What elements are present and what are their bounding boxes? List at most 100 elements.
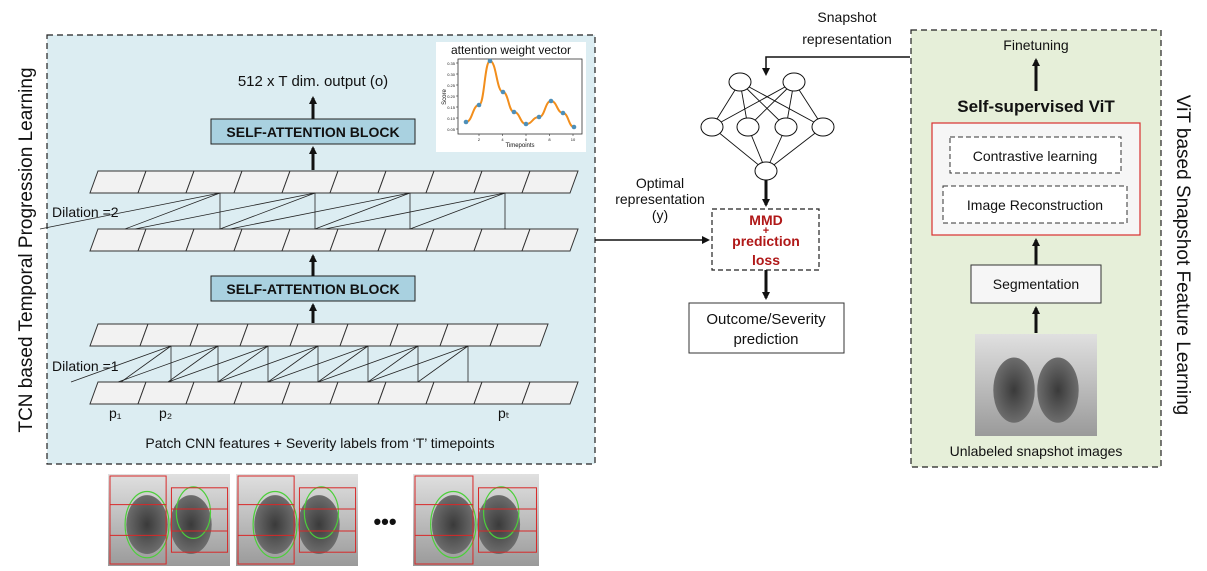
thumbnail-ellipsis: •••	[373, 509, 396, 534]
lung-segmentation-outline	[430, 490, 477, 559]
output-label: 512 x T dim. output (o)	[238, 73, 388, 90]
unlabeled-label: Unlabeled snapshot images	[950, 443, 1123, 459]
y-tick-label: 0.15	[447, 105, 456, 110]
x-tick-label: 4	[501, 137, 504, 142]
feature-cell	[439, 323, 499, 347]
x-tick-label: 10	[571, 137, 576, 142]
xray-background	[975, 334, 1097, 436]
feature-cell	[289, 323, 349, 347]
dilation-1-line	[117, 345, 219, 383]
dilation-2-line	[409, 192, 506, 230]
attention-plot-xlabel: Timepoints	[505, 143, 534, 149]
dilation-1-line	[70, 345, 172, 383]
feature-row-middle	[89, 323, 549, 347]
feature-cell	[389, 323, 449, 347]
feature-cell	[425, 381, 483, 405]
dilation-2-line	[229, 192, 411, 230]
feature-cell	[137, 228, 195, 252]
y-tick-label: 0.35	[447, 61, 456, 66]
dilation-2-line	[39, 192, 221, 230]
feature-cell	[233, 228, 291, 252]
feature-row-top	[89, 170, 579, 194]
nn-edge	[739, 81, 824, 128]
feature-cell	[89, 228, 147, 252]
snapshot-label-line1: Snapshot	[817, 9, 876, 25]
feature-cell	[233, 170, 291, 194]
reconstruction-label: Image Reconstruction	[967, 197, 1103, 213]
contrastive-label: Contrastive learning	[973, 148, 1098, 164]
feature-cell	[377, 170, 435, 194]
feature-cell	[281, 170, 339, 194]
patch-grid-left	[414, 475, 474, 565]
left-lung	[254, 495, 296, 555]
nn-edge	[739, 81, 787, 128]
lung-segmentation-outline	[252, 490, 298, 559]
feature-cell	[521, 228, 579, 252]
xray-thumbnail-2	[236, 474, 358, 566]
snapshot-label-line2: representation	[802, 31, 892, 47]
dilation-1-line	[167, 345, 269, 383]
unlabeled-xray	[975, 334, 1097, 436]
right-lung	[477, 495, 521, 555]
attention-plot-ylabel: Score	[442, 89, 448, 105]
dilation-2-line	[124, 192, 221, 230]
feature-cell	[185, 381, 243, 405]
attention-point	[548, 98, 554, 104]
x-tick-label: 2	[478, 137, 481, 142]
attention-point	[523, 121, 529, 127]
self-attention-block-top-label: SELF-ATTENTION BLOCK	[226, 124, 399, 140]
attention-point	[476, 102, 482, 108]
self-attention-block-bottom	[210, 275, 416, 302]
lung-segmentation-outline	[303, 486, 340, 540]
attention-point	[571, 124, 577, 130]
nn-node	[728, 72, 752, 92]
feature-cell	[139, 323, 199, 347]
patch-label-pT: pₜ	[498, 405, 510, 421]
attention-point	[511, 109, 517, 115]
xray-thumbnail-T	[413, 474, 539, 566]
dilation-1-line	[367, 345, 419, 383]
feature-cell	[329, 170, 387, 194]
patch-xray-thumbnails	[108, 474, 539, 566]
vit-side-label: ViT based Snapshot Feature Learning	[1172, 95, 1193, 415]
feature-cell	[89, 170, 147, 194]
patch-label-p2: p₂	[159, 405, 172, 421]
y-tick-label: 0.20	[447, 94, 456, 99]
optimal-label-line2: representation	[615, 191, 705, 207]
dilation-2-line	[219, 192, 316, 230]
right-lung	[1037, 357, 1079, 423]
patch-grid-left	[109, 475, 167, 565]
patch-grid-left	[237, 475, 295, 565]
tcn-panel: TCN based Temporal Progression Learning …	[16, 34, 596, 465]
feature-cell	[489, 323, 549, 347]
feature-cell	[89, 381, 147, 405]
feature-cell	[521, 170, 579, 194]
self-attention-block-bottom-label: SELF-ATTENTION BLOCK	[226, 281, 399, 297]
attention-point	[536, 114, 542, 120]
feature-cell	[329, 228, 387, 252]
patch-label-p1: p₁	[109, 405, 122, 421]
y-tick-label: 0.10	[447, 116, 456, 121]
attention-plot-axes	[457, 58, 583, 135]
feature-cell	[137, 170, 195, 194]
dilation-1-label: Dilation =1	[52, 358, 119, 374]
feature-cell	[473, 381, 531, 405]
attention-point	[487, 58, 493, 64]
dilation-1-line	[367, 345, 469, 383]
x-tick-label: 8	[548, 137, 551, 142]
unlabeled-xray-image	[975, 334, 1097, 436]
optimal-label-line1: Optimal	[636, 175, 684, 191]
nn-node	[782, 72, 806, 92]
feature-cell	[185, 170, 243, 194]
dilation-1-line	[267, 345, 319, 383]
attention-curve	[465, 59, 575, 128]
segmentation-box	[970, 264, 1102, 304]
feature-cell	[425, 228, 483, 252]
nn-node	[754, 161, 778, 181]
left-lung	[431, 495, 475, 555]
feature-cell	[137, 381, 195, 405]
feature-cell	[89, 323, 149, 347]
feature-cell	[329, 381, 387, 405]
loss-loss: loss	[752, 252, 780, 268]
